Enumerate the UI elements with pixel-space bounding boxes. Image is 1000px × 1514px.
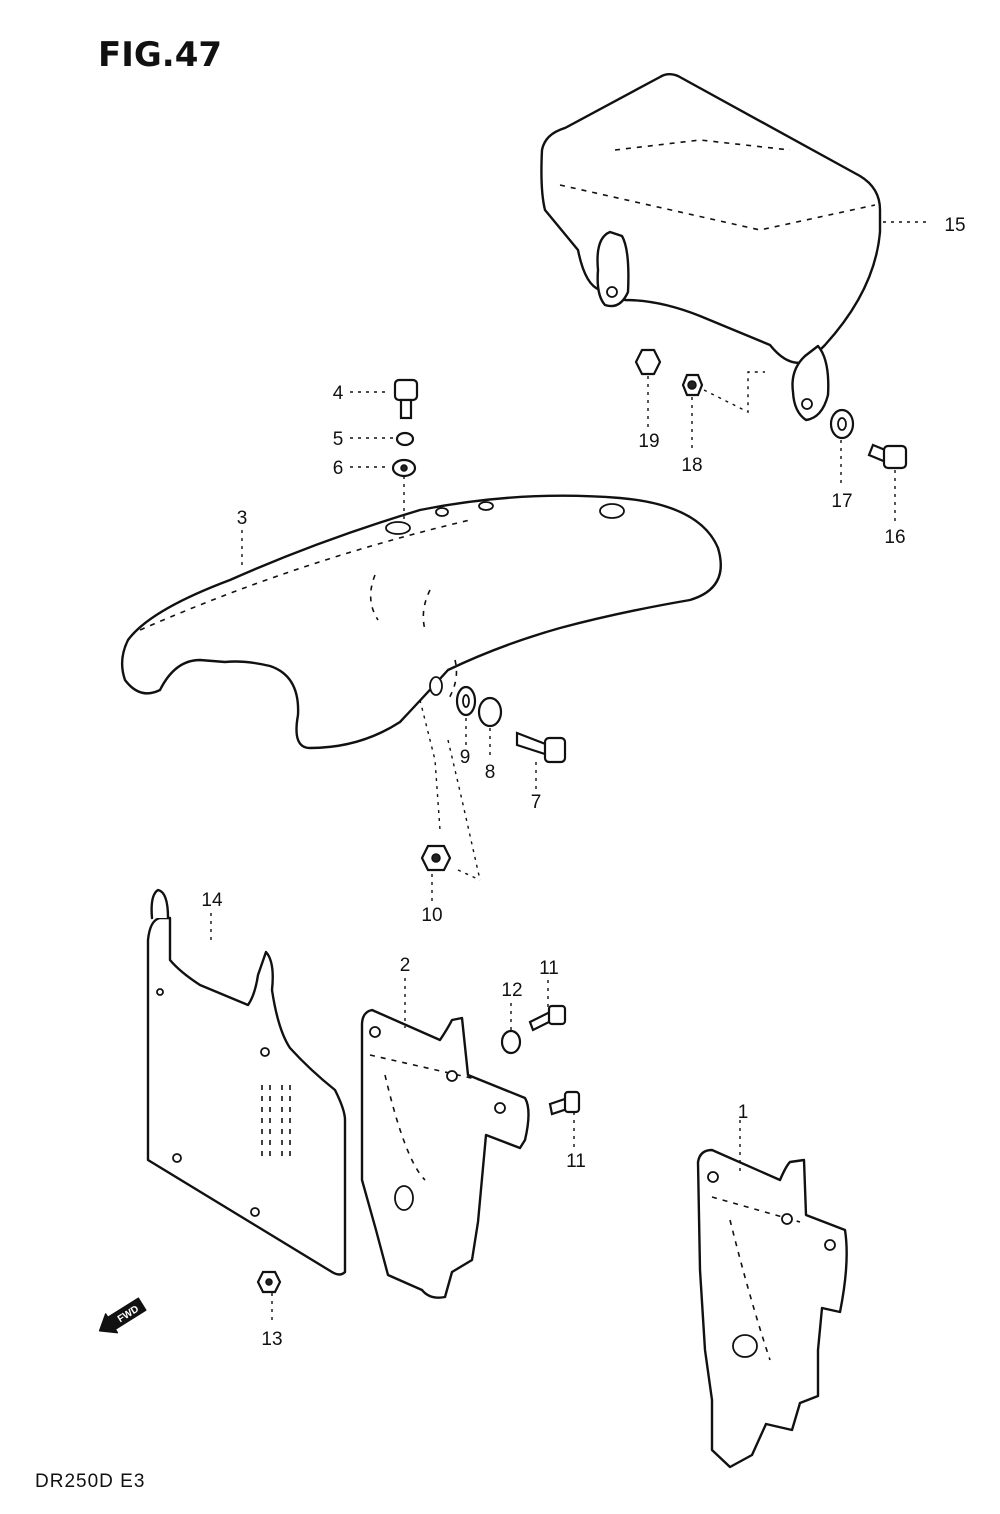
fwd-arrow-icon: FWD bbox=[98, 1297, 147, 1334]
figure-title: FIG.47 bbox=[98, 35, 222, 75]
callout-6: 6 bbox=[333, 458, 344, 479]
bolt-11a-icon bbox=[528, 1004, 567, 1032]
callout-1: 1 bbox=[738, 1102, 749, 1123]
callout-17: 17 bbox=[831, 491, 852, 512]
callout-4: 4 bbox=[333, 383, 344, 404]
bolt-16-icon bbox=[867, 443, 908, 470]
part-3-fender bbox=[120, 494, 722, 750]
callout-labels: 1 2 3 4 5 6 7 8 9 10 11 11 12 13 14 15 1… bbox=[201, 215, 965, 1350]
callout-3: 3 bbox=[237, 508, 248, 529]
callout-5: 5 bbox=[333, 429, 344, 450]
washer-17-icon bbox=[829, 408, 855, 440]
callout-14: 14 bbox=[201, 890, 223, 911]
part-2-bracket bbox=[360, 1008, 530, 1299]
washer-9-icon bbox=[455, 685, 477, 717]
callout-7: 7 bbox=[531, 792, 542, 813]
callout-10: 10 bbox=[421, 905, 442, 926]
part-15-seat bbox=[540, 73, 882, 422]
part-1-bracket bbox=[696, 1148, 848, 1469]
callout-11-upper: 11 bbox=[539, 958, 559, 979]
nut-18-icon bbox=[681, 373, 704, 397]
nut-12-icon bbox=[500, 1029, 522, 1055]
leader-lines bbox=[210, 221, 930, 1320]
callout-16: 16 bbox=[884, 527, 905, 548]
callout-11-lower: 11 bbox=[566, 1151, 586, 1172]
callout-12: 12 bbox=[501, 980, 522, 1001]
callout-8: 8 bbox=[485, 762, 496, 783]
nut-10-icon bbox=[420, 844, 452, 872]
nut-13-icon bbox=[256, 1270, 282, 1294]
part-14-number-plate bbox=[146, 888, 347, 1276]
callout-19: 19 bbox=[638, 431, 659, 452]
washer-6-icon bbox=[391, 458, 417, 478]
callout-18: 18 bbox=[681, 455, 702, 476]
callout-13: 13 bbox=[261, 1329, 282, 1350]
callout-15: 15 bbox=[944, 215, 965, 236]
nut-19-icon bbox=[634, 348, 662, 376]
bolt-7-icon bbox=[515, 731, 567, 764]
bolt-11b-icon bbox=[548, 1090, 581, 1116]
washer-5-icon bbox=[395, 431, 415, 447]
callout-2: 2 bbox=[400, 955, 411, 976]
model-code: DR250D E3 bbox=[35, 1471, 145, 1492]
callout-9: 9 bbox=[460, 747, 471, 768]
bolt-4-icon bbox=[393, 378, 419, 420]
collar-8-icon bbox=[477, 696, 503, 728]
